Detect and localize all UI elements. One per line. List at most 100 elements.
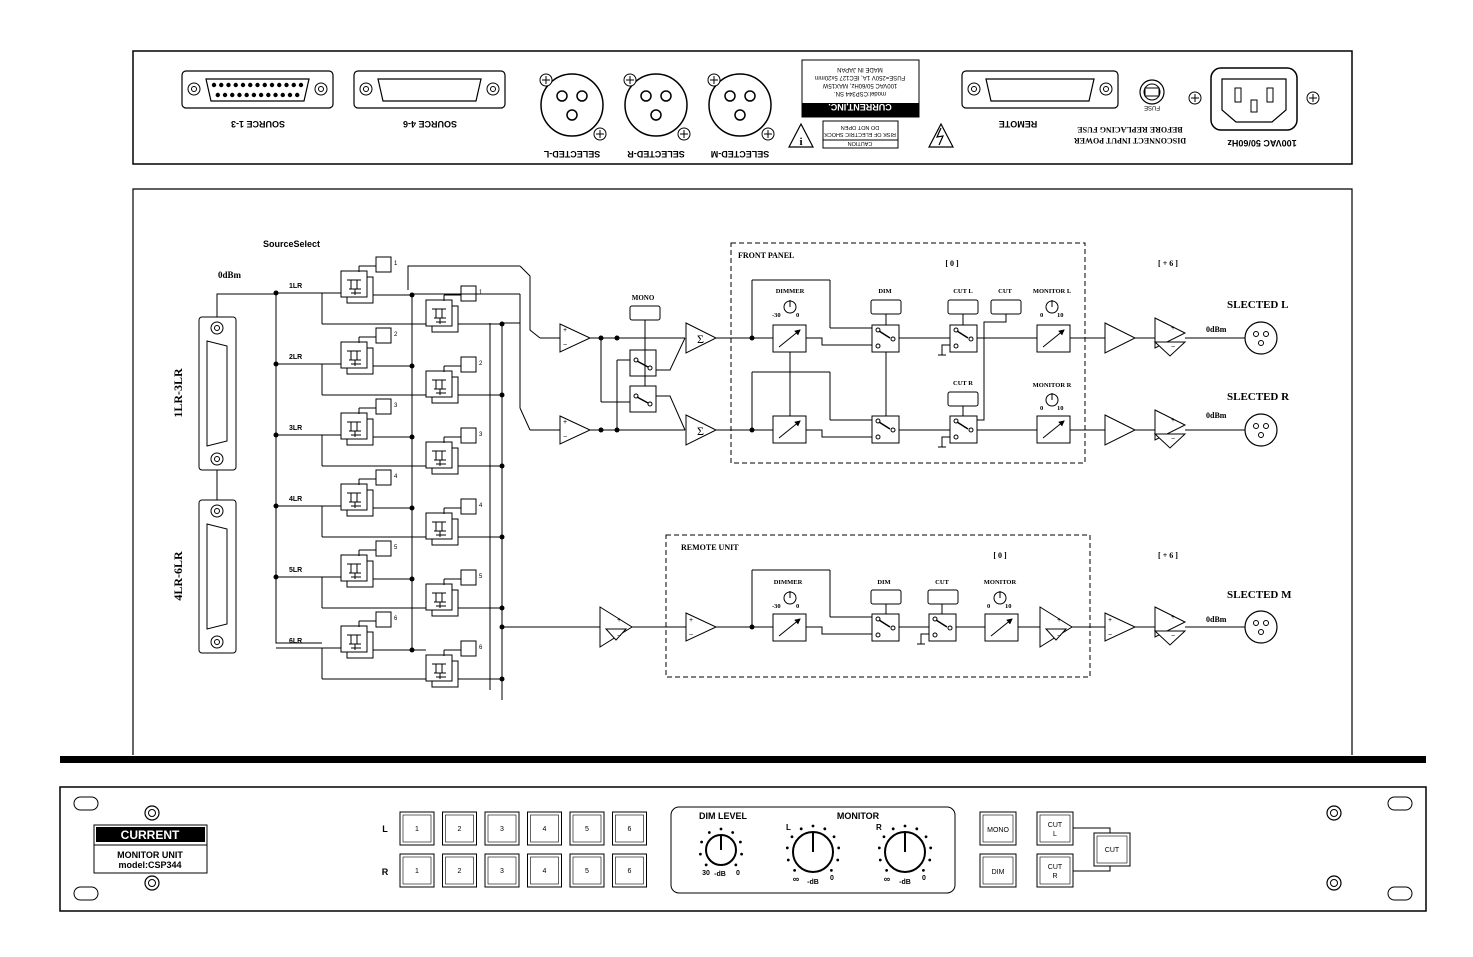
dimmer-label: DIMMER: [776, 288, 805, 295]
svg-text:−: −: [1171, 344, 1175, 351]
cut-button[interactable]: CUT: [1093, 832, 1131, 867]
select-button-label: 5: [585, 868, 589, 875]
output-stage-lr: [ + 6 ] +− +− 0dBm 0dBm SLECTED L SLECTE…: [1104, 259, 1290, 449]
cut-l-label: CUT L: [953, 288, 973, 295]
cut-r-label: CUT R: [953, 380, 973, 387]
dim-button-label: DIM: [992, 869, 1005, 876]
xlr-selected-r: SELECTED-R: [623, 73, 691, 159]
switch-number-b-4: 4: [479, 503, 483, 509]
dimmer-max: 0: [796, 312, 799, 319]
selected-m-label: SELECTED-M: [711, 149, 770, 159]
fuse-warning-1: DISCONNECT INPUT POWER: [1074, 136, 1186, 145]
select-button-label: 1: [415, 826, 419, 833]
switch-number-a-2: 2: [394, 332, 398, 338]
output-l-label: SLECTED L: [1227, 299, 1288, 311]
source-switch-b-5: 5: [425, 569, 483, 617]
channel-label-5: 5LR: [289, 567, 302, 574]
svg-text:+: +: [1171, 417, 1175, 424]
select-button-label: 5: [585, 826, 589, 833]
info-icon: i: [799, 136, 802, 148]
svg-text:+: +: [1108, 617, 1112, 624]
svg-text:+: +: [1057, 617, 1061, 624]
channel-label-3: 3LR: [289, 425, 302, 432]
source-select-label: SourceSelect: [263, 239, 320, 249]
output-gain-lr: [ + 6 ]: [1158, 259, 1178, 268]
svg-text:−: −: [1108, 632, 1112, 639]
monitor-l-knob[interactable]: [785, 824, 841, 873]
cut-l-button-line2: L: [1053, 831, 1057, 838]
select-button-r-2[interactable]: 2: [442, 853, 477, 888]
remote-monitor-min: 0: [987, 603, 990, 610]
remote-monitor-max: 10: [1005, 603, 1012, 610]
select-button-l-1[interactable]: 1: [399, 811, 435, 846]
remote-dimmer-label: DIMMER: [774, 579, 803, 586]
row-r-label: R: [382, 867, 389, 877]
select-button-r-3[interactable]: 3: [484, 853, 520, 888]
switch-number-a-1: 1: [394, 261, 398, 267]
cut-l-button-line1: CUT: [1048, 822, 1063, 829]
mon-l-scale-unit: -dB: [807, 879, 819, 886]
front-panel-gain: [ 0 ]: [945, 259, 959, 268]
source-switch-a-5: 5: [340, 540, 398, 588]
source-switch-b-4: 4: [425, 498, 483, 546]
fuse-warning-2: BEFORE REPLACING FUSE: [1077, 125, 1182, 134]
remote-cut-button-box: [927, 589, 959, 605]
select-button-l-6[interactable]: 6: [612, 811, 647, 846]
xlr-out-m: [1244, 610, 1278, 644]
dim-level-label: DIM LEVEL: [699, 811, 748, 821]
xlr-selected-m: SELECTED-M: [707, 73, 775, 159]
knob-r-label: R: [876, 823, 882, 832]
mono-button[interactable]: MONO: [979, 811, 1017, 846]
select-button-l-4[interactable]: 4: [527, 811, 562, 846]
select-button-label: 4: [543, 868, 547, 875]
rear-panel: SOURCE 1-3 SOURCE 4-6 SELECTED-L: [132, 50, 1353, 623]
output-r-label: SLECTED R: [1227, 391, 1290, 403]
remote-monitor-label: MONITOR: [984, 579, 1017, 586]
dim-scale-unit: -dB: [714, 871, 726, 878]
block-diagram: SourceSelect 0dBm 1LR-3LR 4LR-6LR 112233…: [60, 188, 1426, 763]
caution-line-2: DO NOT OPEN: [841, 124, 879, 130]
monitor-r-knob[interactable]: [877, 824, 933, 873]
xlr-selected-l: SELECTED-L: [539, 73, 607, 159]
input-connector-4-6: 4LR-6LR: [171, 499, 237, 654]
out-level-m: 0dBm: [1206, 615, 1227, 624]
cut-r-button[interactable]: CUT R: [1036, 853, 1074, 888]
cut-l-button[interactable]: CUT L: [1036, 811, 1074, 846]
select-button-l-2[interactable]: 2: [442, 811, 477, 846]
mon-l-scale-min: ∞: [793, 874, 800, 884]
mono-switch-r: [629, 385, 657, 413]
caution-line-1: RISK OF ELECTRIC SHOCK: [824, 131, 896, 137]
power-inlet: 100VAC 50/60Hz: [1188, 67, 1320, 148]
db25-remote: REMOTE: [961, 70, 1119, 129]
select-button-r-5[interactable]: 5: [569, 853, 605, 888]
channel-label-6: 6LR: [289, 638, 302, 645]
switch-number-b-2: 2: [479, 361, 483, 367]
switch-number-a-6: 6: [394, 616, 398, 622]
switch-number-b-5: 5: [479, 574, 483, 580]
select-button-label: 1: [415, 868, 419, 875]
switch-number-a-5: 5: [394, 545, 398, 551]
db25-source-4-6: SOURCE 4-6: [353, 70, 506, 129]
dim-button[interactable]: DIM: [979, 853, 1017, 888]
select-button-l-5[interactable]: 5: [569, 811, 605, 846]
select-button-label: 3: [500, 868, 504, 875]
dim-level-knob[interactable]: [699, 827, 743, 867]
monitor-label: MONITOR: [837, 811, 880, 821]
svg-text:−: −: [1057, 633, 1061, 640]
svg-text:−: −: [563, 342, 567, 349]
select-button-r-1[interactable]: 1: [399, 853, 435, 888]
mon-l-scale-max: 0: [830, 875, 834, 882]
channel-label-4: 4LR: [289, 496, 302, 503]
select-button-r-4[interactable]: 4: [527, 853, 562, 888]
remote-dim-button-box: [870, 589, 902, 605]
switch-number-a-3: 3: [394, 403, 398, 409]
mono-button-box: [629, 305, 661, 321]
select-button-r-6[interactable]: 6: [612, 853, 647, 888]
remote-dim-label: DIM: [877, 579, 890, 586]
input-connector-1-3: 1LR-3LR: [171, 316, 237, 471]
select-button-l-3[interactable]: 3: [484, 811, 520, 846]
